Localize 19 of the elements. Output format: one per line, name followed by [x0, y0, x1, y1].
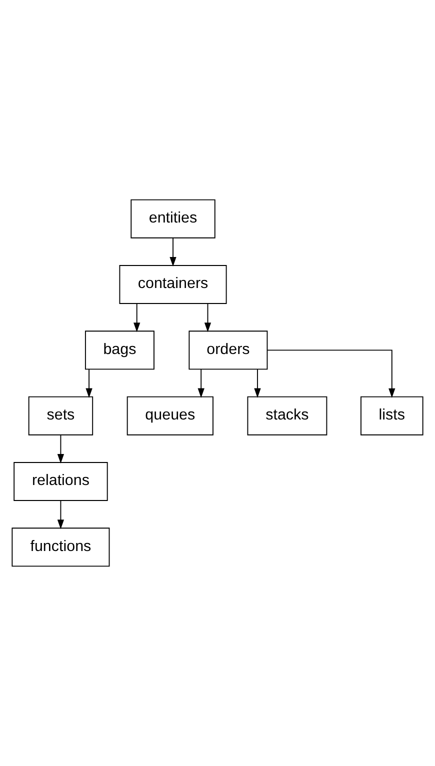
node-box: queues — [126, 396, 214, 436]
arrow — [134, 303, 140, 332]
node-box: orders — [188, 330, 268, 370]
node-box: relations — [14, 462, 108, 501]
node-box: functions — [12, 528, 110, 567]
arrow — [198, 369, 204, 398]
node-box: bags — [84, 330, 154, 370]
arrow — [170, 238, 176, 266]
node-box: containers — [119, 265, 227, 304]
arrow — [86, 369, 92, 398]
arrow — [204, 303, 212, 332]
node-box: entities — [130, 199, 216, 238]
arrow — [57, 500, 64, 530]
node-box: stacks — [247, 396, 328, 436]
arrow — [254, 369, 261, 398]
node-box: lists — [360, 396, 424, 436]
arrow — [57, 434, 64, 464]
node-box: sets — [28, 396, 94, 436]
arrow — [266, 350, 396, 398]
